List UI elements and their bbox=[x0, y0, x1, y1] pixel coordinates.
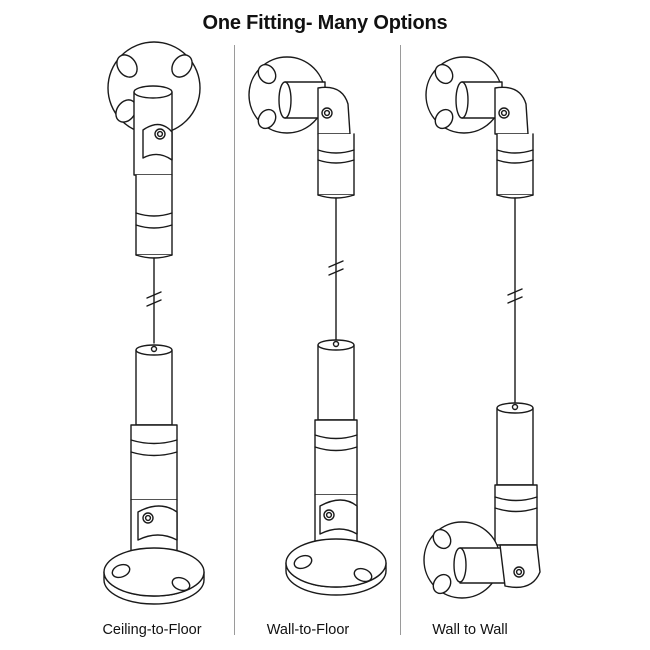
fitting-wall-to-wall bbox=[423, 56, 540, 599]
caption-wall-to-wall: Wall to Wall bbox=[432, 622, 508, 638]
page-title: One Fitting- Many Options bbox=[202, 12, 448, 34]
caption-ceiling-to-floor: Ceiling-to-Floor bbox=[102, 622, 202, 638]
fitting-wall-to-floor bbox=[248, 56, 387, 596]
column-divider-right bbox=[400, 45, 401, 635]
fitting-ceiling-to-floor bbox=[103, 41, 205, 605]
caption-wall-to-floor: Wall-to-Floor bbox=[266, 622, 350, 638]
column-divider-left bbox=[234, 45, 235, 635]
